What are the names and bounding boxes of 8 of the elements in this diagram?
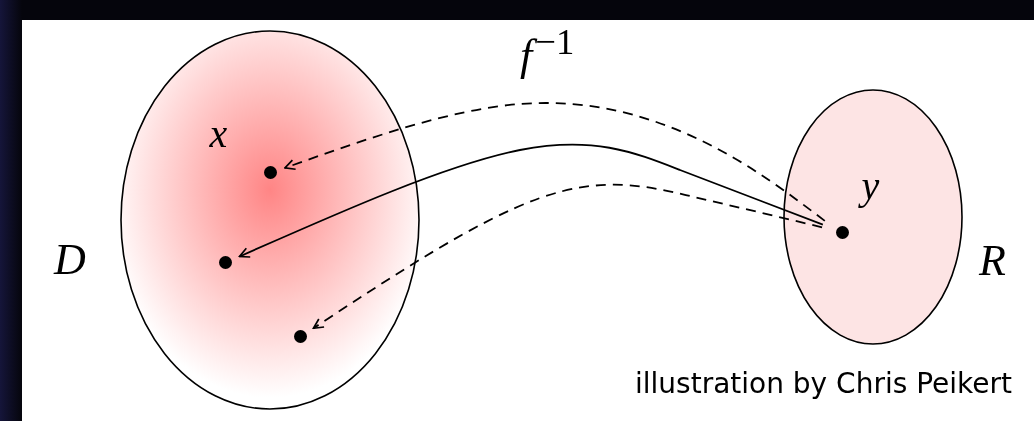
arrow xyxy=(284,102,826,222)
point-label: x xyxy=(209,113,228,154)
arrow xyxy=(238,143,824,258)
set-label: D xyxy=(54,238,86,282)
set-label: R xyxy=(979,239,1006,283)
caption: illustration by Chris Peikert xyxy=(635,370,1012,398)
arrow xyxy=(312,183,823,330)
function-label: f$^{−1}$ xyxy=(520,24,575,78)
